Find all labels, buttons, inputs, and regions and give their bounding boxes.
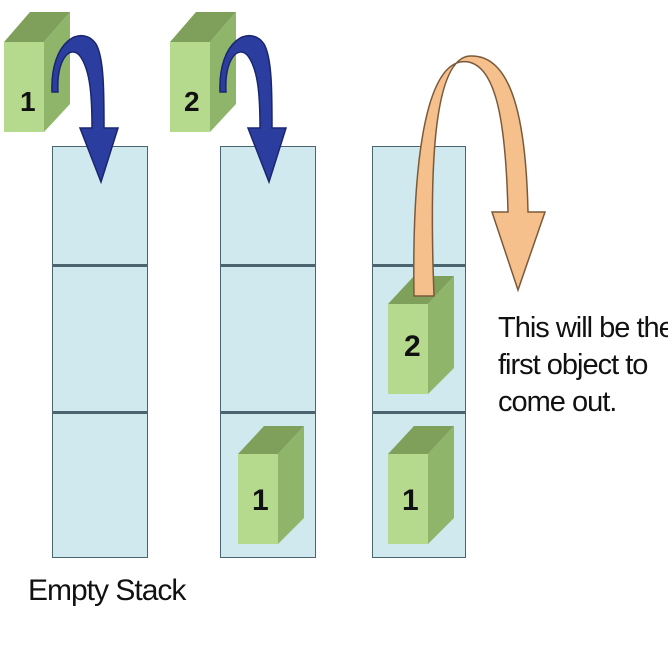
pop-callout-text: This will be the first object to come ou…	[498, 310, 668, 421]
stack-slot-divider	[53, 411, 147, 414]
block-label: 2	[184, 86, 200, 117]
cube-icon	[388, 426, 454, 544]
block-label: 1	[20, 86, 36, 117]
cube-icon	[238, 426, 304, 544]
incoming-block: 2	[170, 12, 238, 132]
push-arrow-icon	[219, 34, 288, 185]
stacked-block: 1	[388, 426, 456, 544]
block-label: 2	[404, 330, 421, 363]
callout-line: This will be the	[498, 312, 668, 344]
callout-line: first object to	[498, 349, 648, 382]
callout-line: come out.	[498, 386, 617, 419]
empty-stack-caption: Empty Stack	[28, 574, 186, 607]
block-label: 1	[252, 484, 269, 517]
stack-slot-divider	[221, 411, 315, 414]
push-arrow-icon	[51, 34, 120, 185]
stack-slot-divider	[221, 264, 315, 267]
pop-arrow-icon	[413, 55, 547, 297]
stack-empty	[52, 146, 148, 558]
stack-slot-divider	[53, 264, 147, 267]
stacked-block: 1	[238, 426, 306, 544]
stack-slot-divider	[373, 411, 465, 414]
block-label: 1	[402, 484, 419, 517]
